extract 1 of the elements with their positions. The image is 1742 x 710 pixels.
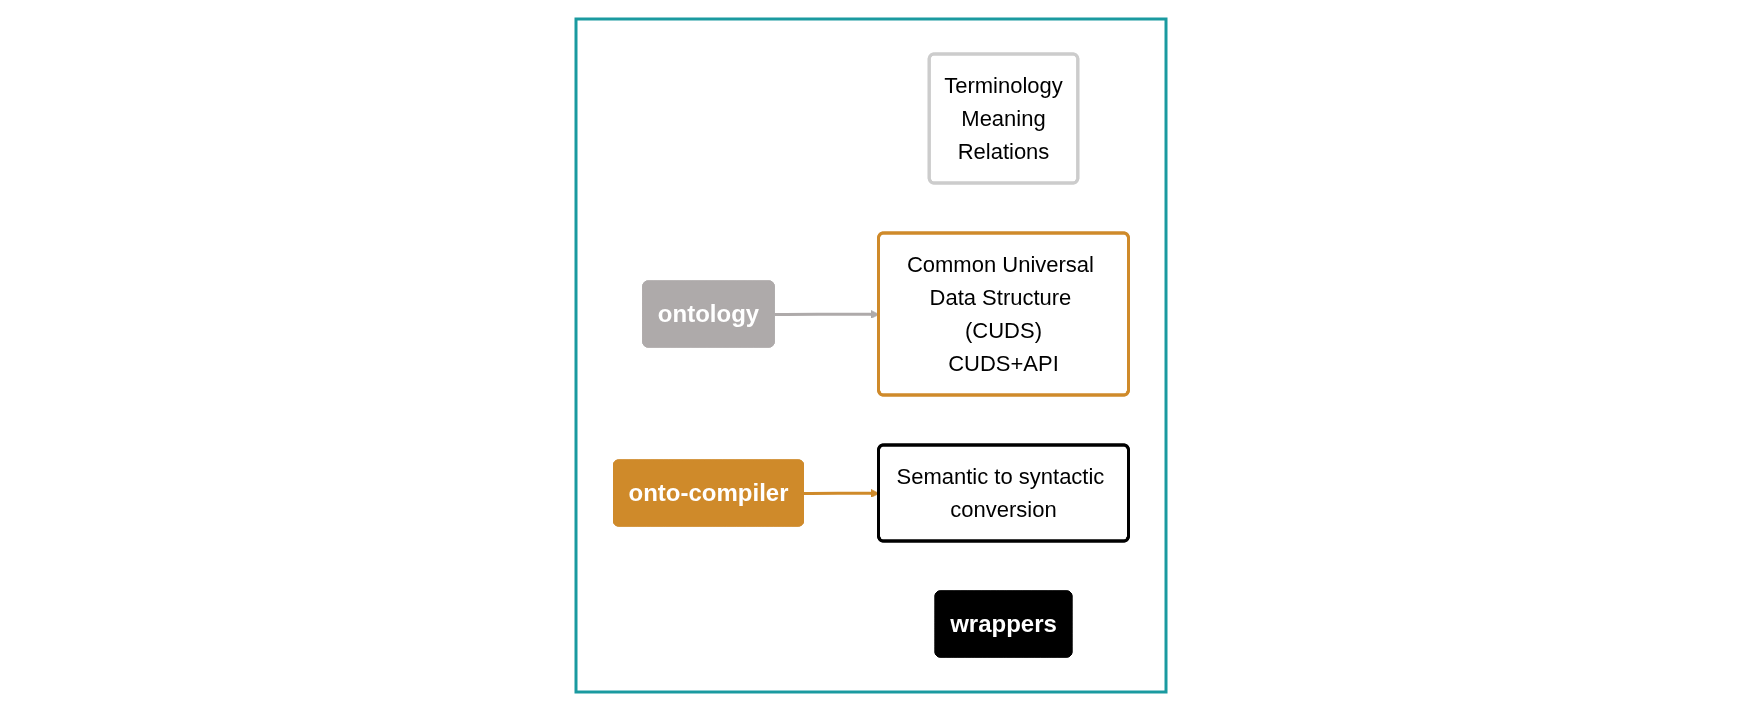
cluster [574, 17, 1168, 693]
